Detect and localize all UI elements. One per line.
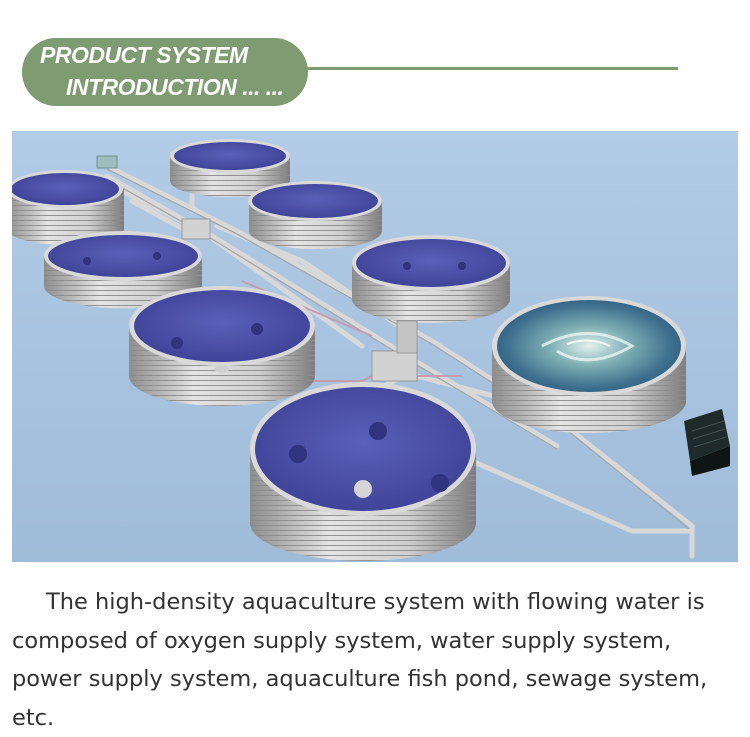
fish-tank	[352, 235, 510, 323]
fish-tank	[248, 181, 382, 250]
section-title-line1: PRODUCT SYSTEM	[40, 42, 248, 68]
aquaculture-system-illustration	[7, 131, 738, 562]
fish-tank	[250, 382, 476, 561]
fish-tank-swirl	[492, 296, 686, 433]
oxygen-supply-unit	[371, 320, 418, 382]
aquaculture-scene-svg	[7, 131, 738, 562]
description-caption: The high-density aquaculture system with…	[12, 589, 708, 731]
fish-tank	[44, 231, 202, 309]
header-divider-line	[306, 67, 678, 70]
section-header: PRODUCT SYSTEM INTRODUCTION ... ...	[0, 0, 750, 120]
fish-tank	[129, 286, 315, 406]
fish-tank	[7, 170, 124, 246]
section-title-line2: INTRODUCTION ... ...	[66, 74, 284, 100]
pipe-shadow-lines	[106, 168, 690, 530]
valve-fitting	[96, 155, 118, 169]
generator-unit	[684, 409, 730, 476]
section-title-badge: PRODUCT SYSTEM INTRODUCTION ... ...	[22, 38, 308, 106]
fish-tank	[170, 139, 290, 197]
pump-unit	[181, 218, 211, 240]
